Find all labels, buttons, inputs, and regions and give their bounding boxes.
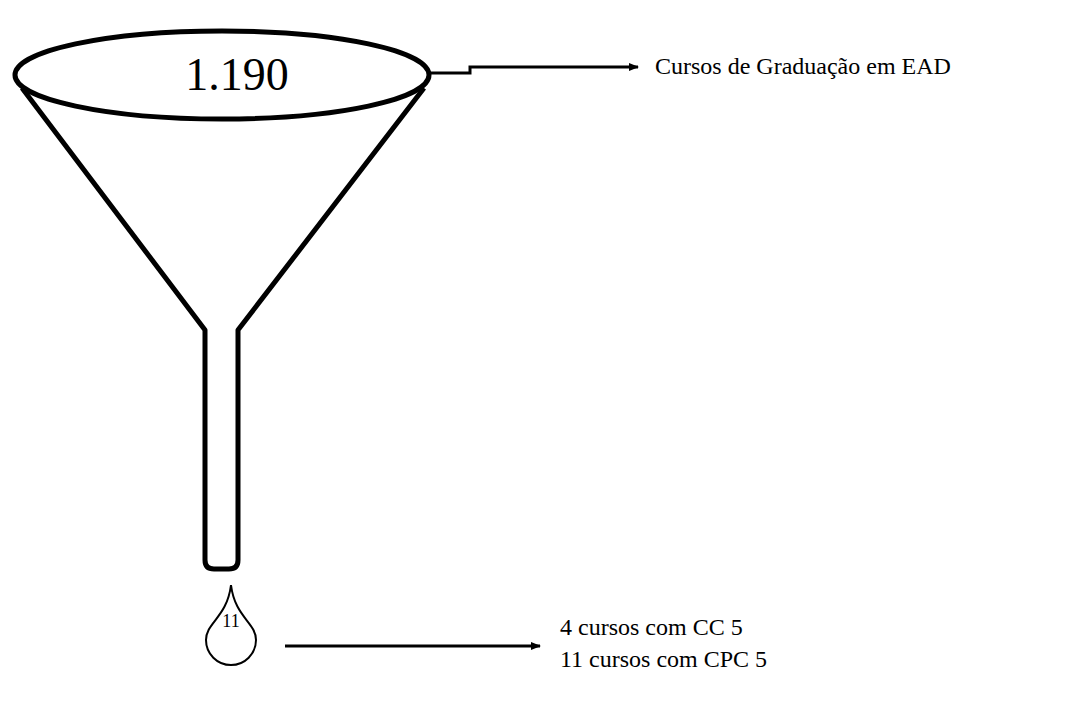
caption-text: Cursos de Graduação em EAD [655,53,951,79]
drop-shape: 11 [202,582,260,668]
result-text: 11 cursos com CPC 5 [560,646,767,672]
funnel-mouth: 1.190 [12,28,432,122]
leader-arrow [285,645,540,648]
result-text: 4 cursos com CC 5 [560,614,743,640]
node-text: 11 [222,612,239,630]
funnel-body [22,88,424,569]
node-text: 1.190 [185,52,289,98]
